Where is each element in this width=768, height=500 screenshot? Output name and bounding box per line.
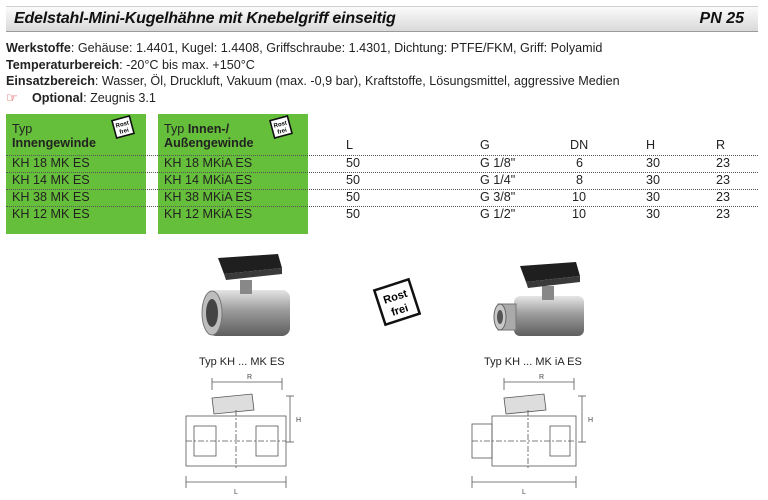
svg-text:L: L (234, 489, 238, 496)
header-H: H (646, 138, 656, 152)
svg-text:frei: frei (119, 128, 130, 136)
svg-text:Rost: Rost (273, 120, 287, 129)
caption-valve-2: Typ KH ... MK iA ES (484, 356, 582, 368)
spec-temperature: Temperaturbereich: -20°C bis max. +150°C (6, 57, 255, 72)
header-DN: DN (570, 138, 589, 152)
header-L: L (346, 138, 354, 152)
table-row: KH 12 MK ES KH 12 MKiA ES 50 G 1/2" 10 3… (6, 206, 758, 222)
svg-text:frei: frei (277, 128, 288, 136)
svg-text:frei: frei (390, 302, 410, 319)
technical-drawing-1: R H L (185, 374, 301, 496)
rostfrei-badge-icon: Rost frei (110, 114, 136, 140)
svg-text:H: H (296, 417, 301, 424)
specifications: Werkstoffe: Gehäuse: 1.4401, Kugel: 1.44… (6, 40, 620, 106)
page-title: Edelstahl-Mini-Kugelhähne mit Knebelgrif… (14, 10, 396, 27)
spec-optional: ☞Optional: Zeugnis 3.1 (6, 89, 156, 105)
svg-text:Rost: Rost (115, 120, 129, 129)
rostfrei-badge-icon: Rost frei (268, 114, 294, 140)
pressure-rating: PN 25 (699, 10, 744, 27)
table-row: KH 14 MK ES KH 14 MKiA ES 50 G 1/4" 8 30… (6, 172, 758, 188)
ball-valve-male-female-photo (493, 262, 584, 336)
pointing-hand-icon: ☞ (6, 89, 18, 105)
svg-text:R: R (539, 374, 544, 381)
caption-valve-1: Typ KH ... MK ES (199, 356, 285, 368)
svg-text:R: R (247, 374, 252, 381)
technical-drawing-2: R H L (471, 374, 593, 496)
table-row: KH 38 MK ES KH 38 MKiA ES 50 G 3/8" 10 3… (6, 189, 758, 205)
table-row: KH 18 MK ES KH 18 MKiA ES 50 G 1/8" 6 30… (6, 155, 758, 171)
svg-text:H: H (588, 417, 593, 424)
spec-application: Einsatzbereich: Wasser, Öl, Druckluft, V… (6, 74, 620, 88)
product-table: Typ Innengewinde Typ Innen-/ Außengewind… (6, 114, 758, 234)
header-typ-1: Typ Innengewinde (12, 122, 96, 150)
header-R: R (716, 138, 726, 152)
svg-text:L: L (522, 489, 526, 496)
header-G: G (480, 138, 490, 152)
spec-materials: Werkstoffe: Gehäuse: 1.4401, Kugel: 1.44… (6, 41, 603, 55)
header-typ-2: Typ Innen-/ Außengewinde (164, 122, 254, 150)
rostfrei-badge-icon: Rost frei (372, 277, 422, 327)
ball-valve-female-photo (201, 254, 290, 336)
title-bar: Edelstahl-Mini-Kugelhähne mit Knebelgrif… (6, 6, 758, 32)
